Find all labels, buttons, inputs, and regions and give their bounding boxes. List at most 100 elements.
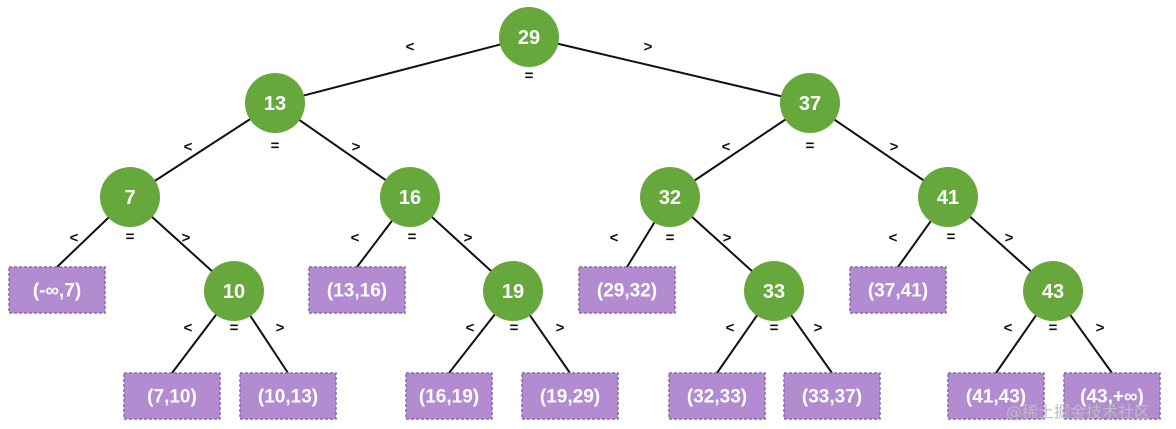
comparator-equal-label: = bbox=[666, 230, 675, 247]
tree-node: 37 bbox=[780, 73, 840, 133]
node-key-label: 13 bbox=[264, 93, 286, 115]
comparator-greater-label: > bbox=[644, 39, 653, 56]
tree-node: 19 bbox=[483, 261, 543, 321]
node-key-label: 16 bbox=[399, 187, 421, 209]
comparator-equal-label: = bbox=[770, 320, 779, 337]
node-circle bbox=[380, 167, 440, 227]
node-circle bbox=[1023, 261, 1083, 321]
comparator-less-label: < bbox=[722, 139, 731, 156]
comparator-equal-label: = bbox=[230, 320, 239, 337]
tree-edge bbox=[56, 215, 111, 268]
comparator-greater-label: > bbox=[814, 320, 823, 337]
interval-box bbox=[668, 372, 766, 420]
tree-edge bbox=[356, 218, 394, 268]
tree-edge bbox=[690, 215, 754, 273]
tree-node: 10 bbox=[204, 261, 264, 321]
interval-box bbox=[849, 266, 947, 314]
tree-node: 13 bbox=[245, 73, 305, 133]
node-circle bbox=[204, 261, 264, 321]
interval-box bbox=[123, 372, 221, 420]
node-key-label: 37 bbox=[799, 93, 821, 115]
interval-box bbox=[783, 372, 881, 420]
interval-box bbox=[947, 372, 1045, 420]
comparator-greater-label: > bbox=[723, 230, 732, 247]
interval-leaf: (10,13) bbox=[239, 372, 337, 420]
node-key-label: 29 bbox=[518, 27, 540, 49]
interval-leaf: (41,43) bbox=[947, 372, 1045, 420]
tree-edge bbox=[448, 312, 497, 374]
interval-label: (7,10) bbox=[147, 387, 197, 408]
node-key-label: 33 bbox=[763, 281, 785, 303]
comparator-equal-label: = bbox=[408, 229, 417, 246]
comparator-greater-label: > bbox=[464, 230, 473, 247]
node-key-label: 7 bbox=[124, 187, 135, 209]
interval-leaf: (29,32) bbox=[578, 266, 676, 314]
comparator-equal-label: = bbox=[271, 138, 280, 155]
node-key-label: 19 bbox=[502, 281, 524, 303]
interval-label: (29,32) bbox=[597, 281, 657, 302]
comparator-equal-label: = bbox=[510, 320, 519, 337]
tree-edge bbox=[995, 313, 1038, 374]
comparator-equal-label: = bbox=[1049, 320, 1058, 337]
interval-label: (13,16) bbox=[327, 281, 387, 302]
interval-leaf: (7,10) bbox=[123, 372, 221, 420]
comparator-equal-label: = bbox=[806, 138, 815, 155]
node-key-label: 32 bbox=[659, 187, 681, 209]
comparator-less-label: < bbox=[70, 230, 79, 247]
node-circle bbox=[100, 167, 160, 227]
interval-label: (41,43) bbox=[966, 387, 1026, 408]
tree-edge bbox=[716, 313, 759, 374]
tree-node: 7 bbox=[100, 167, 160, 227]
comparator-greater-label: > bbox=[182, 230, 191, 247]
node-circle bbox=[483, 261, 543, 321]
tree-node: 43 bbox=[1023, 261, 1083, 321]
tree-edge bbox=[897, 219, 933, 268]
comparator-less-label: < bbox=[1004, 320, 1013, 337]
tree-node: 16 bbox=[380, 167, 440, 227]
comparator-less-label: < bbox=[889, 230, 898, 247]
comparator-less-label: < bbox=[726, 320, 735, 337]
interval-leaf: (32,33) bbox=[668, 372, 766, 420]
comparator-equal-label: = bbox=[525, 68, 534, 85]
comparator-less-label: < bbox=[406, 39, 415, 56]
comparator-less-label: < bbox=[184, 320, 193, 337]
interval-leaves: (-∞,7)(13,16)(29,32)(37,41)(7,10)(10,13)… bbox=[8, 266, 1161, 420]
tree-edge bbox=[789, 313, 833, 374]
comparator-greater-label: > bbox=[890, 139, 899, 156]
node-circle bbox=[640, 167, 700, 227]
tree-edge bbox=[150, 215, 214, 273]
tree-edge bbox=[171, 312, 218, 374]
tree-edge bbox=[968, 214, 1033, 274]
tree-edge bbox=[297, 118, 388, 182]
interval-box bbox=[239, 372, 337, 420]
interval-box bbox=[578, 266, 676, 314]
comparator-equal-label: = bbox=[126, 229, 135, 246]
node-circle bbox=[744, 261, 804, 321]
interval-leaf: (13,16) bbox=[308, 266, 406, 314]
interval-leaf: (33,37) bbox=[783, 372, 881, 420]
interval-leaf: (19,29) bbox=[521, 372, 619, 420]
tree-edge bbox=[692, 117, 788, 183]
interval-leaf: (43,+∞) bbox=[1063, 372, 1161, 420]
comparator-greater-label: > bbox=[556, 320, 565, 337]
tree-nodes: 29 13 37 7 16 32 41 10 19 33 43 bbox=[100, 7, 1083, 321]
watermark: @稀土掘金技术社区 bbox=[1006, 403, 1150, 422]
node-key-label: 41 bbox=[937, 187, 959, 209]
tree-edge bbox=[556, 42, 783, 98]
interval-box bbox=[8, 266, 106, 314]
node-circle bbox=[780, 73, 840, 133]
interval-leaf: (37,41) bbox=[849, 266, 947, 314]
interval-label: (16,19) bbox=[419, 387, 479, 408]
interval-leaf: (16,19) bbox=[405, 372, 493, 420]
tree-edge bbox=[1068, 313, 1113, 374]
node-circle bbox=[499, 7, 559, 67]
tree-node: 32 bbox=[640, 167, 700, 227]
node-circle bbox=[245, 73, 305, 133]
tree-edge bbox=[152, 117, 253, 183]
interval-label: (37,41) bbox=[868, 281, 928, 302]
comparison-labels: <=><=><=><=><=><=><=><=><=><=><=> bbox=[70, 39, 1105, 337]
comparator-less-label: < bbox=[610, 230, 619, 247]
tree-node: 33 bbox=[744, 261, 804, 321]
tree-edge bbox=[626, 220, 657, 268]
